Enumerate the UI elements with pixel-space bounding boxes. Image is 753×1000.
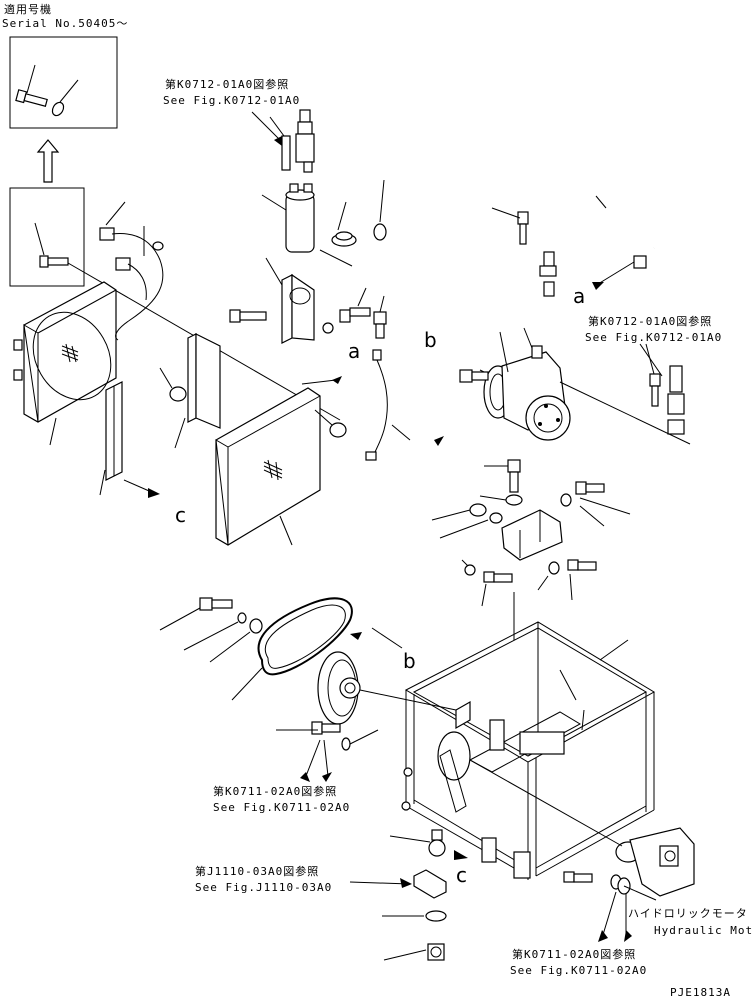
drier-bracket <box>265 249 353 344</box>
marker-c-bracket: c <box>175 503 186 527</box>
condenser <box>215 387 347 546</box>
bracket-bolt-lower <box>461 559 597 607</box>
compressor-pipe-right <box>559 343 691 445</box>
marker-b-compressor: b <box>424 328 437 352</box>
frame-bolt-bottom <box>563 871 593 883</box>
pulley <box>317 651 457 725</box>
ref-j1110-jp: 第J1110-03A0図参照 <box>195 864 319 878</box>
ref-k0711-bottom-jp: 第K0711-02A0図参照 <box>512 947 636 961</box>
isolator-washer <box>382 910 447 922</box>
rubber-isolator <box>389 829 468 860</box>
compressor-lower-bolt <box>479 459 523 506</box>
compressor-bolt <box>459 369 489 383</box>
hydraulic-motor-label-jp: ハイドロリックモータ <box>628 907 748 920</box>
marker-a-pipe: a <box>573 284 585 308</box>
pipe-a-assembly <box>491 195 659 297</box>
fan-shroud <box>13 281 117 446</box>
clamp-ring <box>373 179 387 241</box>
drier-bracket-bolt <box>229 309 267 323</box>
wiring-harness <box>99 201 164 341</box>
ref-k0712-top-jp: 第K0712-01A0図参照 <box>165 77 289 91</box>
hydraulic-motor <box>469 759 695 942</box>
isolator-bracket <box>413 869 447 899</box>
compressor <box>479 327 571 441</box>
applicable-serial-label-jp: 適用号機 <box>4 2 52 16</box>
hydraulic-motor-label-en: Hydraulic Motor <box>654 924 753 937</box>
marker-c-isolator: c <box>456 863 467 887</box>
marker-b-belt: b <box>403 649 416 673</box>
ref-k0712-right-jp: 第K0712-01A0図参照 <box>588 314 712 328</box>
ref-k0711-bottom-en: See Fig.K0711-02A0 <box>510 964 647 977</box>
drawing-code: PJE1813A <box>670 986 731 999</box>
receiver-drier <box>261 183 315 253</box>
drier-clamp <box>331 201 357 247</box>
drier-bracket-bolt-2 <box>322 287 371 334</box>
reference-leaders <box>123 111 663 888</box>
mounting-frame <box>401 621 655 880</box>
ref-k0712-right-en: See Fig.K0712-01A0 <box>585 331 722 344</box>
pressure-fitting <box>373 295 387 339</box>
ref-k0711-left-jp: 第K0711-02A0図参照 <box>213 784 337 798</box>
radiator-mount-bracket-left <box>99 381 123 496</box>
ref-j1110-en: See Fig.J1110-03A0 <box>195 881 332 894</box>
pressure-switch <box>269 109 315 173</box>
v-belt <box>231 597 353 701</box>
marker-a-condenser: a <box>348 339 360 363</box>
ref-k0711-left-en: See Fig.K0711-02A0 <box>213 801 350 814</box>
upgrade-arrow-icon <box>36 139 60 183</box>
condenser-hose <box>365 349 411 461</box>
bracket-bolt-right <box>560 481 631 527</box>
ref-k0712-top-en: See Fig.K0712-01A0 <box>163 94 300 107</box>
compressor-bracket <box>431 503 563 561</box>
serial-number-label: Serial No.50405～ <box>2 17 128 30</box>
radiator-mount-bracket-center <box>174 333 221 449</box>
pulley-mount-bolt <box>276 721 379 782</box>
pulley-bolt <box>159 597 263 663</box>
isolator-nut <box>383 943 445 961</box>
bracket-nut <box>159 367 187 402</box>
inset-new-bolt <box>9 36 118 129</box>
